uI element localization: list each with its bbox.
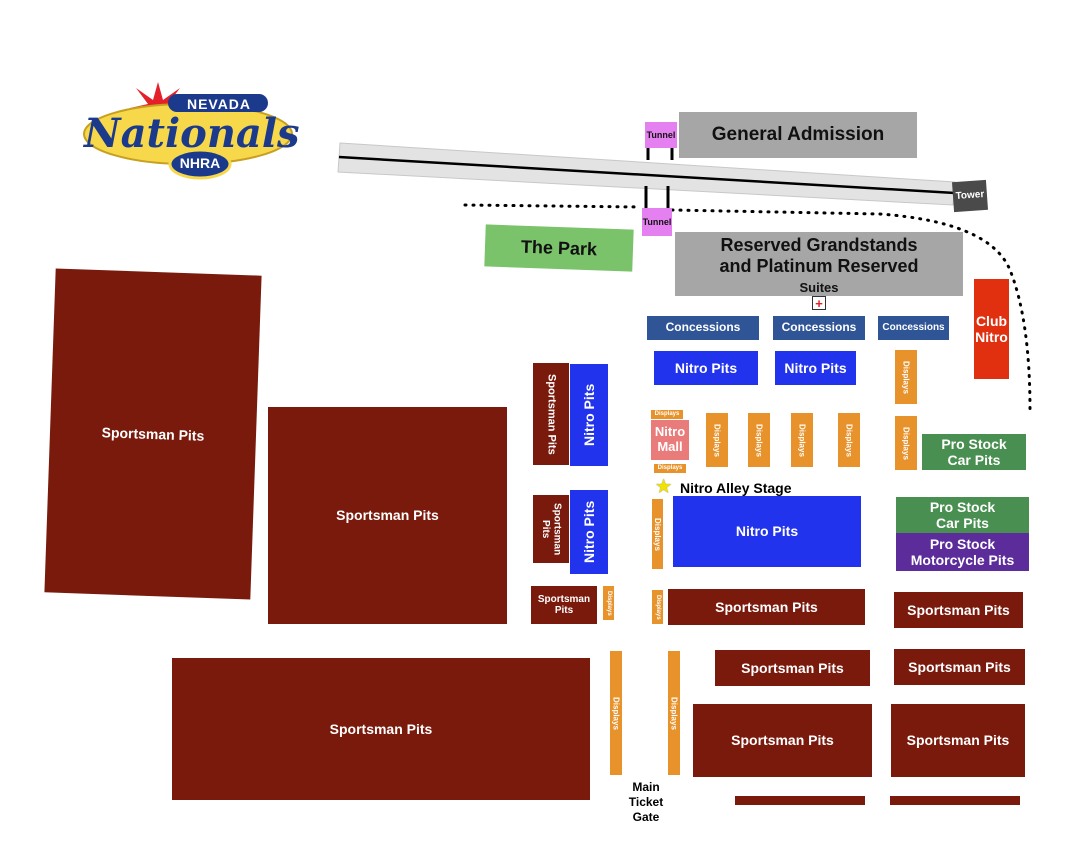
sportsman-pits-left[interactable]: Sportsman Pits: [268, 407, 507, 624]
nitro-pits-2[interactable]: Nitro Pits: [775, 351, 856, 385]
nitro-alley-stage[interactable]: Nitro Alley Stage: [680, 480, 792, 496]
displays-a[interactable]: Displays: [706, 413, 728, 467]
tower[interactable]: Tower: [951, 179, 989, 213]
nitro-pits-3[interactable]: Nitro Pits: [570, 364, 608, 466]
displays-f[interactable]: Displays: [895, 416, 917, 470]
logo-main-text: Nationals: [84, 110, 300, 157]
general-admission[interactable]: General Admission: [679, 112, 917, 158]
displays-j[interactable]: Displays: [610, 651, 622, 775]
star-icon: ★: [656, 477, 672, 496]
sportsman-pits-vertical-2[interactable]: Sportsman Pits: [533, 495, 569, 563]
pit-strip-right-bottom: [890, 796, 1020, 805]
sportsman-pits-vertical-1[interactable]: Sportsman Pits: [533, 363, 569, 465]
sportsman-pits-center-1[interactable]: Sportsman Pits: [668, 589, 865, 625]
displays-mall-bottom[interactable]: Displays: [654, 464, 686, 473]
displays-c[interactable]: Displays: [791, 413, 813, 467]
sportsman-pits-center-3[interactable]: Sportsman Pits: [693, 704, 872, 777]
reserved-grandstands[interactable]: Reserved Grandstands and Platinum Reserv…: [675, 232, 963, 280]
displays-mall-top[interactable]: Displays: [651, 410, 683, 419]
sportsman-pits-right-1[interactable]: Sportsman Pits: [894, 592, 1023, 628]
nitro-pits-1[interactable]: Nitro Pits: [654, 351, 758, 385]
nitro-pits-main[interactable]: Nitro Pits: [673, 496, 861, 567]
pro-stock-motorcycle-pits[interactable]: Pro Stock Motorcycle Pits: [896, 533, 1029, 571]
first-aid-icon: +: [812, 296, 826, 310]
displays-i[interactable]: Displays: [652, 590, 663, 624]
displays-d[interactable]: Displays: [838, 413, 860, 467]
sportsman-pits-small[interactable]: Sportsman Pits: [531, 586, 597, 624]
suites[interactable]: Suites: [675, 280, 963, 296]
nitro-pits-4[interactable]: Nitro Pits: [570, 490, 608, 574]
tunnel-south[interactable]: Tunnel: [642, 208, 672, 236]
sportsman-pits-far-left[interactable]: Sportsman Pits: [44, 268, 262, 600]
sportsman-pits-bottom-left[interactable]: Sportsman Pits: [172, 658, 590, 800]
event-logo: NEVADA Nationals NHRA: [80, 78, 300, 188]
pit-strip-center-bottom: [735, 796, 865, 805]
tunnel-north[interactable]: Tunnel: [645, 122, 677, 148]
pro-stock-car-pits-1[interactable]: Pro Stock Car Pits: [922, 434, 1026, 470]
main-ticket-gate[interactable]: Main Ticket Gate: [628, 780, 664, 824]
nitro-mall[interactable]: Nitro Mall: [651, 420, 689, 460]
concessions-center[interactable]: Concessions: [773, 316, 865, 340]
concessions-left[interactable]: Concessions: [647, 316, 759, 340]
concessions-right[interactable]: Concessions: [878, 316, 949, 340]
the-park[interactable]: The Park: [484, 224, 634, 272]
club-nitro[interactable]: Club Nitro: [974, 279, 1009, 379]
sportsman-pits-center-2[interactable]: Sportsman Pits: [715, 650, 870, 686]
displays-g[interactable]: Displays: [652, 499, 663, 569]
logo-badge-text: NHRA: [179, 155, 221, 171]
displays-h[interactable]: Displays: [603, 586, 614, 620]
pro-stock-car-pits-2[interactable]: Pro Stock Car Pits: [896, 497, 1029, 533]
strip-centerline: [338, 155, 956, 195]
displays-b[interactable]: Displays: [748, 413, 770, 467]
sportsman-pits-right-3[interactable]: Sportsman Pits: [891, 704, 1025, 777]
displays-e[interactable]: Displays: [895, 350, 917, 404]
sportsman-pits-right-2[interactable]: Sportsman Pits: [894, 649, 1025, 685]
displays-k[interactable]: Displays: [668, 651, 680, 775]
logo-top-text: NEVADA: [186, 96, 252, 112]
walkway-path: [463, 203, 642, 209]
